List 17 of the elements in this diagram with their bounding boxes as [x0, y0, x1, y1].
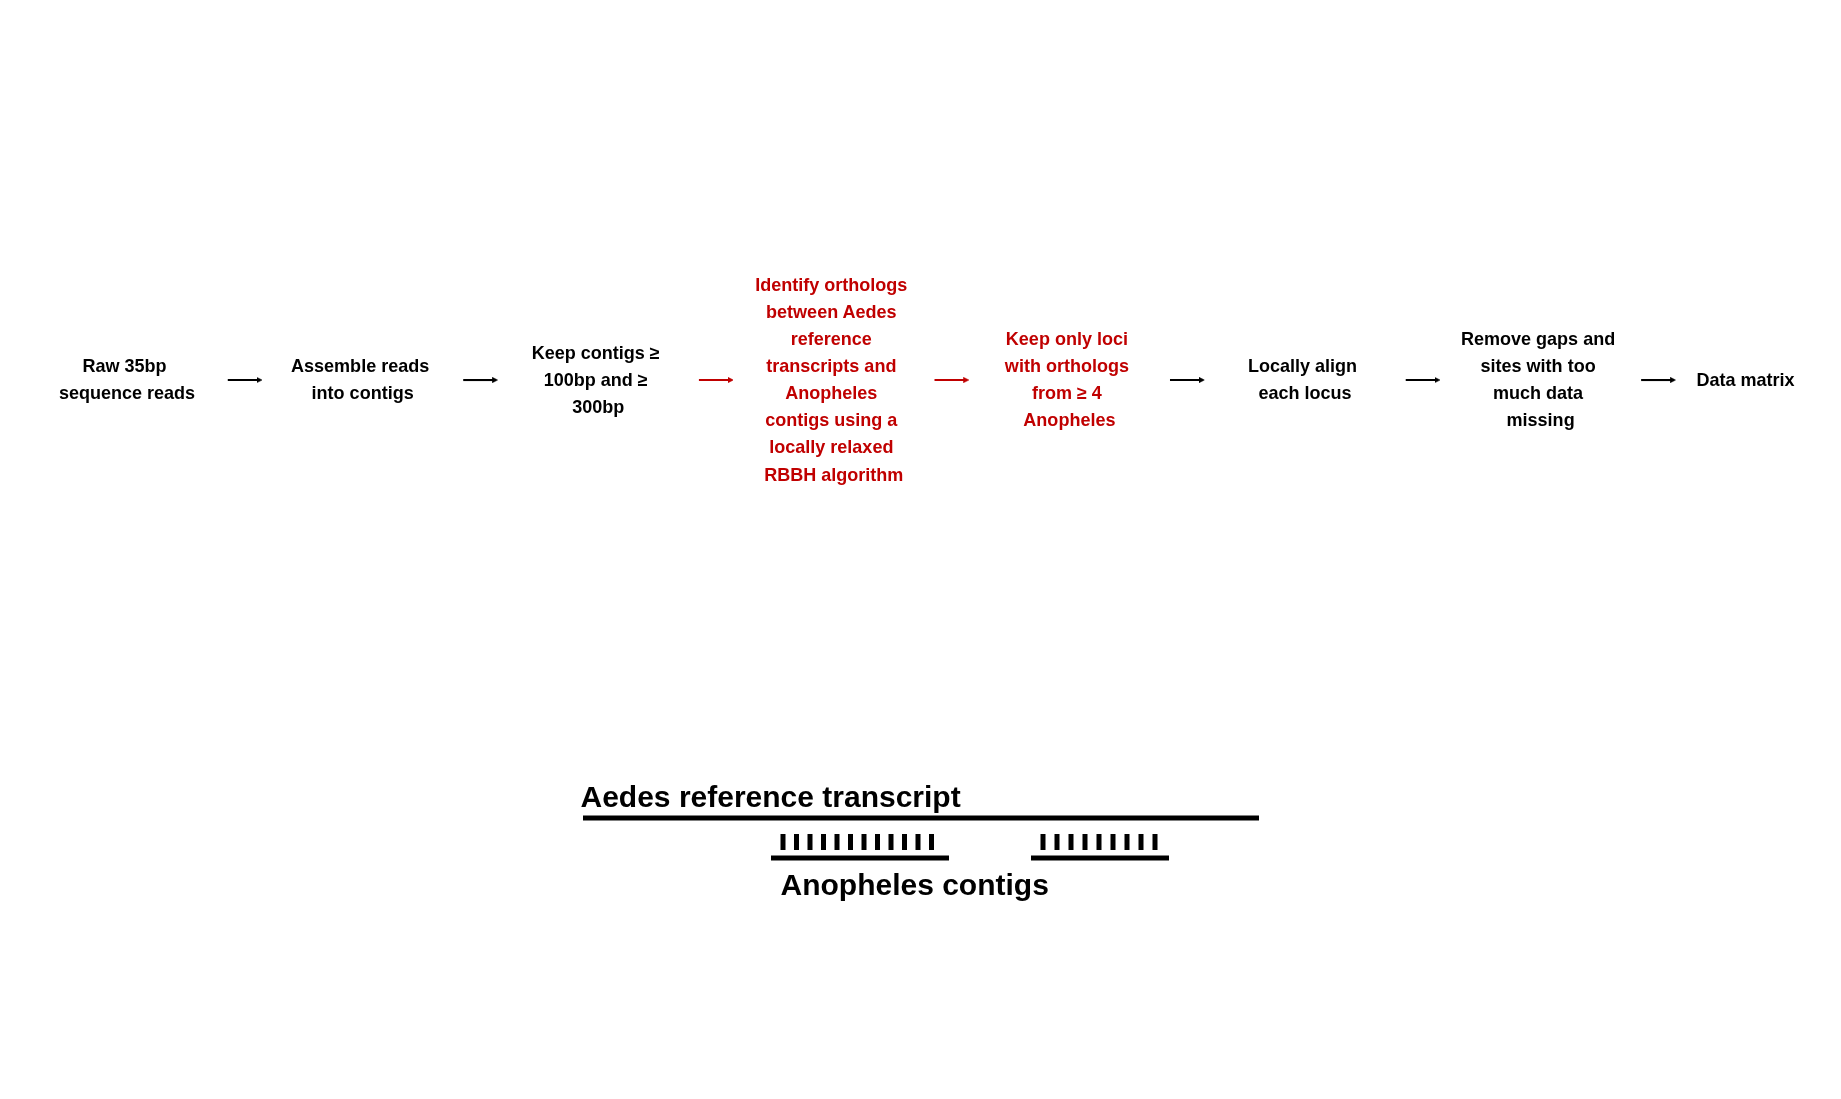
arrow [1405, 376, 1440, 384]
node-text: Keep contigs ≥ 100bp and ≥ 300bp [531, 342, 660, 418]
arrow [1640, 376, 1676, 384]
node-text: Locally align each locus [1247, 355, 1357, 404]
node-text: Assemble reads into contigs [290, 355, 429, 404]
node-text: Keep only loci with orthologs from ≥ 4 Anopheles [1004, 328, 1129, 431]
arrow [1169, 376, 1205, 384]
arrow [462, 376, 498, 384]
node-text: Remove gaps and sites with too much data missing [1460, 328, 1615, 431]
node-text: Raw 35bp sequence reads [58, 355, 195, 404]
arrow [933, 376, 969, 384]
arrow [227, 376, 262, 384]
arrow [698, 376, 734, 384]
contigs-label: Anopheles contigs [780, 868, 1050, 902]
node-text: Identify orthologs between Aedes reference transcripts and Anopheles contigs using a locally relaxed RBBH algorithm [754, 274, 907, 485]
node-text: Data matrix [1696, 369, 1795, 391]
transcript-label: Aedes reference transcript [580, 780, 962, 814]
